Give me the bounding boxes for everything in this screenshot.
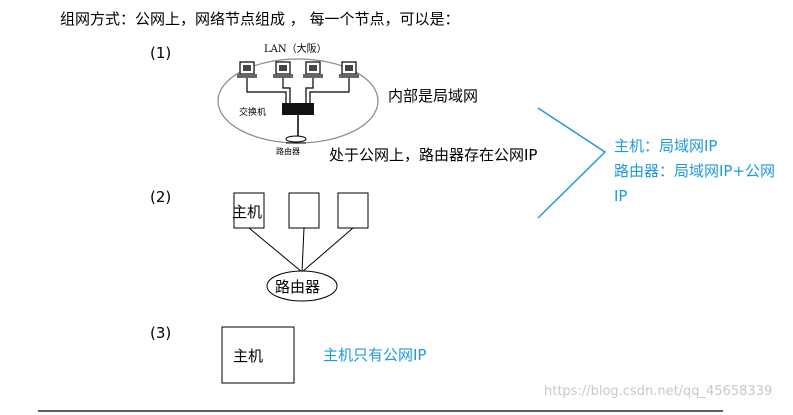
router-label: 路由器 (275, 278, 321, 296)
side-note: 主机：局域网IP 路由器：局域网IP+公网IP (614, 134, 786, 209)
host-box (288, 192, 320, 229)
router-links (248, 227, 354, 273)
router-icon (285, 135, 307, 144)
computer-icon (237, 61, 257, 78)
bracket-line (537, 107, 607, 219)
inner-note: 内部是局域网 (388, 87, 479, 105)
case-number-2: (2) (150, 188, 172, 206)
host-label: 主机 (232, 203, 263, 221)
public-ip-note: 主机只有公网IP (323, 346, 427, 364)
case-number-1: (1) (150, 44, 172, 62)
computer-icon (273, 61, 293, 78)
lan-label: LAN（大阪） (264, 44, 327, 55)
switch-icon (282, 103, 314, 115)
computer-icon (303, 61, 323, 78)
side-note-line-1: 主机：局域网IP (614, 137, 718, 155)
host-box (337, 192, 369, 229)
computer-icon (339, 61, 359, 78)
host-box-large (221, 326, 295, 384)
router-ellipse (266, 270, 338, 302)
watermark: https://blog.csdn.net/qq_45658339 (544, 384, 773, 399)
side-note-line-2: 路由器：局域网IP+公网IP (614, 162, 776, 205)
case-number-3: (3) (150, 324, 172, 342)
page-title: 组网方式：公网上，网络节点组成 ， 每一个节点，可以是： (60, 10, 460, 28)
switch-label: 交换机 (239, 108, 267, 118)
lan-wiring (246, 78, 350, 104)
host-box (233, 192, 265, 229)
outer-note: 处于公网上，路由器存在公网IP (329, 146, 538, 164)
router-label-small: 路由器 (276, 147, 300, 156)
host-label-large: 主机 (233, 347, 264, 365)
